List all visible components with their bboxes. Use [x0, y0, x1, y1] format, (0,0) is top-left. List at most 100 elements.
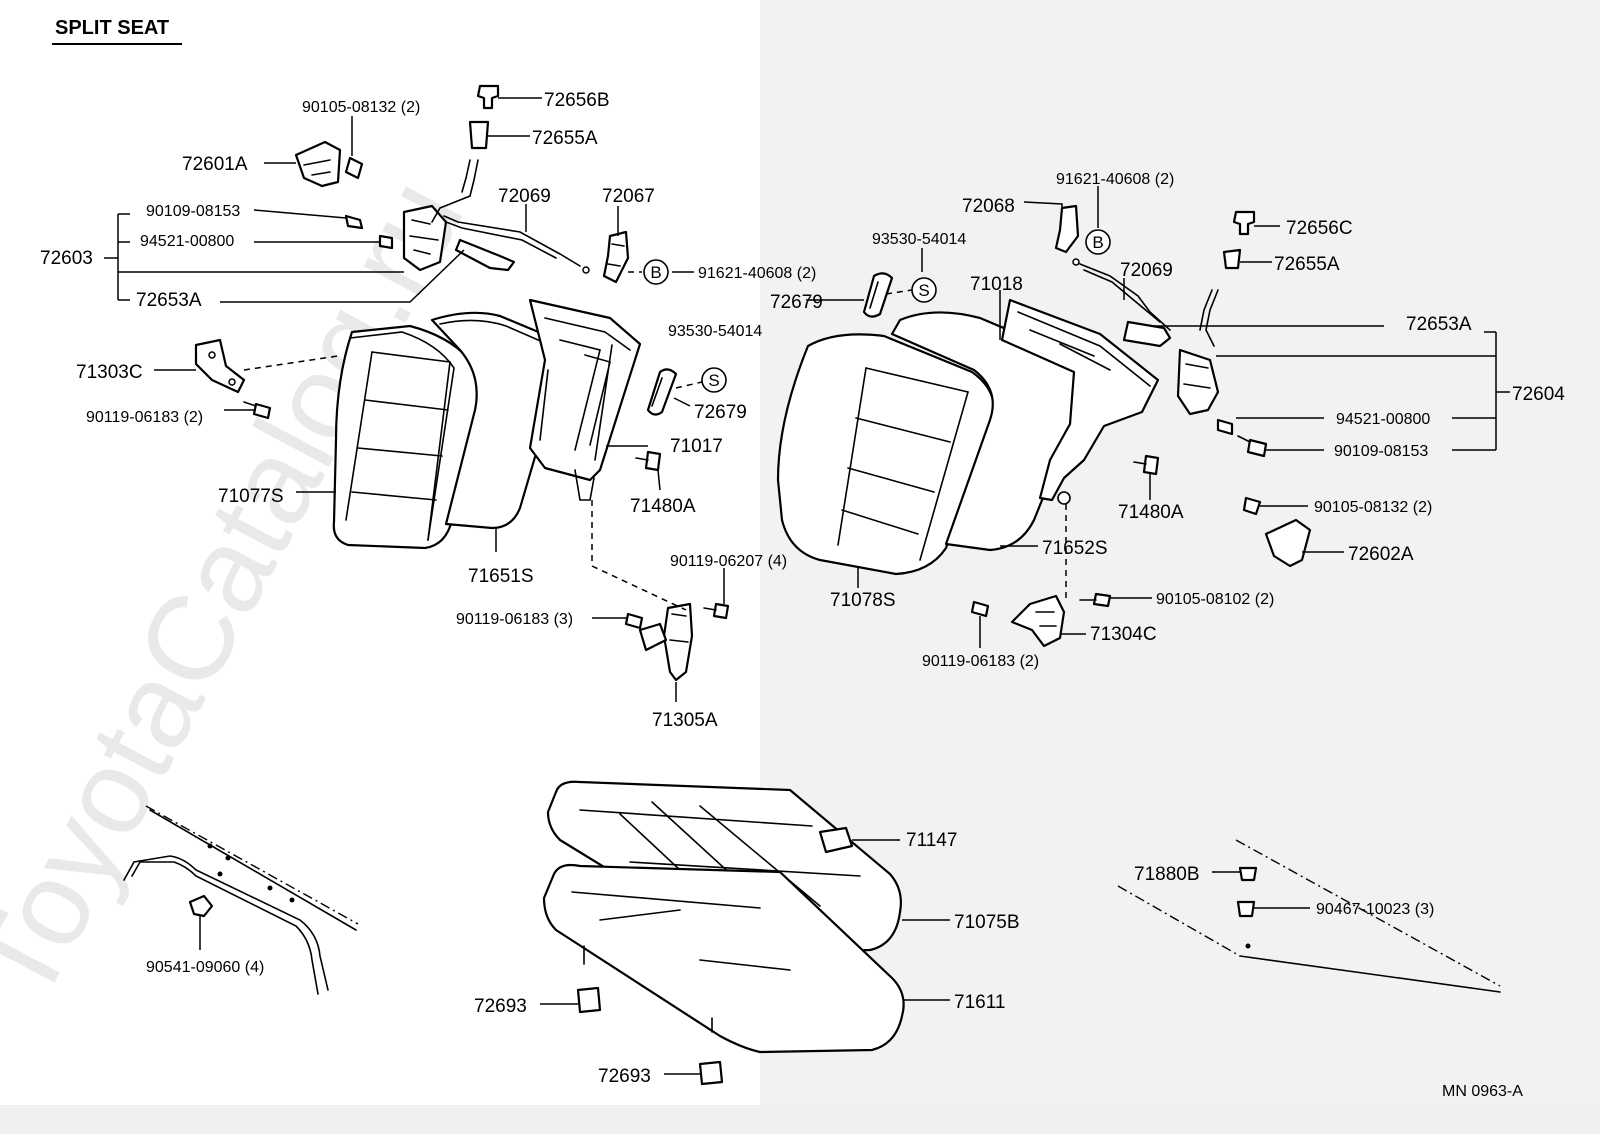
label-72655A-left: 72655A — [532, 128, 598, 149]
part-90119-06207-bolt — [703, 602, 730, 620]
part-72693-stopper-b — [698, 1060, 724, 1086]
part-lock-rod-right — [1205, 289, 1219, 347]
part-90467-10023-clip — [1236, 900, 1256, 918]
label-72068: 72068 — [962, 196, 1015, 217]
part-71651S-seatback-pad — [430, 311, 563, 530]
label-71017: 71017 — [670, 436, 723, 457]
part-71078S-seatback-cover — [776, 333, 995, 576]
label-91621-40608-right: 91621-40608 (2) — [1056, 171, 1174, 188]
part-72655A-escutcheon-left — [468, 120, 490, 150]
label-72679-right: 72679 — [770, 292, 823, 313]
part-90119-06183-bolt-three — [624, 612, 644, 630]
label-72693-a: 72693 — [474, 996, 527, 1017]
part-lock-rod-left — [431, 159, 479, 223]
part-71305A-lower-bracket — [638, 602, 694, 682]
part-90541-09060-clip — [188, 894, 214, 950]
callout-s-right: S — [911, 277, 937, 303]
label-71480A-right: 71480A — [1118, 502, 1184, 523]
svg-text:S: S — [708, 371, 719, 390]
label-71651S: 71651S — [468, 566, 534, 587]
label-94521-00800-left: 94521-00800 — [140, 233, 234, 250]
label-72601A: 72601A — [182, 154, 248, 175]
label-72693-b: 72693 — [598, 1066, 651, 1087]
part-71652S-seatback-pad — [890, 311, 1087, 552]
part-72068-latch-bracket — [1054, 204, 1080, 254]
part-floor-board-detail — [1117, 839, 1501, 993]
label-71880B: 71880B — [1134, 864, 1200, 885]
label-71611: 71611 — [954, 992, 1005, 1013]
label-90119-06183-three: 90119-06183 (3) — [456, 611, 573, 628]
label-72656B: 72656B — [544, 90, 610, 111]
diagram-title: SPLIT SEAT — [55, 17, 169, 39]
label-71652S: 71652S — [1042, 538, 1108, 559]
label-71147: 71147 — [906, 830, 957, 851]
part-71147-clip — [818, 826, 854, 854]
label-71305A: 71305A — [652, 710, 718, 731]
leader-lines — [104, 97, 1510, 1075]
label-90109-08153-right: 90109-08153 — [1334, 443, 1428, 460]
part-71017-seatback-frame — [528, 298, 642, 501]
label-72069-left: 72069 — [498, 186, 551, 207]
part-lock-rod-left-b — [461, 159, 471, 193]
label-94521-00800-right: 94521-00800 — [1336, 411, 1430, 428]
svg-text:B: B — [650, 263, 661, 282]
label-72067: 72067 — [602, 186, 655, 207]
part-72601A-hinge-bracket — [294, 140, 342, 188]
part-71480A-bolt-right — [1133, 454, 1160, 476]
label-72602A: 72602A — [1348, 544, 1414, 565]
label-72679-left: 72679 — [694, 402, 747, 423]
part-90105-08132-bolt-right — [1242, 496, 1262, 516]
part-72656B-knob-left — [476, 84, 500, 110]
part-71880B-fastener — [1238, 866, 1258, 882]
label-72653A-left: 72653A — [136, 290, 202, 311]
leader-71303C-dash — [243, 355, 339, 371]
svg-text:B: B — [1092, 233, 1103, 252]
label-72655A-right: 72655A — [1274, 254, 1340, 275]
label-90541-09060: 90541-09060 (4) — [146, 959, 264, 976]
label-90105-08132-left: 90105-08132 (2) — [302, 99, 420, 116]
part-90105-08132-bolt-left — [344, 116, 364, 180]
label-71018: 71018 — [970, 274, 1023, 295]
part-71304C-hinge — [1010, 594, 1066, 648]
label-71303C: 71303C — [76, 362, 143, 383]
part-72067-latch-bracket — [602, 230, 630, 284]
label-90119-06183-left: 90119-06183 (2) — [86, 409, 203, 426]
part-71303C-hinge — [194, 338, 246, 394]
part-72679-bezel-right — [862, 272, 894, 318]
label-72653A-right: 72653A — [1406, 314, 1472, 335]
label-90119-06183-right: 90119-06183 (2) — [922, 653, 1039, 670]
label-72069-right: 72069 — [1120, 260, 1173, 281]
drawing-code: MN 0963-A — [1442, 1083, 1523, 1100]
label-71075B: 71075B — [954, 912, 1020, 933]
background-bottom-strip — [0, 1105, 1600, 1134]
label-93530-54014-left: 93530-54014 — [668, 323, 762, 340]
part-72655A-escutcheon-right — [1222, 248, 1242, 270]
part-floor-panel-detail — [123, 805, 359, 995]
label-90119-06207: 90119-06207 (4) — [670, 553, 787, 570]
leader-71305A-dash — [591, 500, 687, 611]
label-91621-40608-left: 91621-40608 (2) — [698, 265, 816, 282]
label-93530-54014-right: 93530-54014 — [872, 231, 966, 248]
label-71078S: 71078S — [830, 590, 896, 611]
part-90105-08102-bolt — [1079, 592, 1112, 608]
part-72603-lock-assembly — [344, 204, 516, 272]
label-71077S: 71077S — [218, 486, 284, 507]
label-72656C: 72656C — [1286, 218, 1353, 239]
label-90467-10023: 90467-10023 (3) — [1316, 901, 1434, 918]
part-72679-bezel-left — [646, 368, 678, 416]
part-lock-rod-right-b — [1199, 289, 1213, 331]
part-72693-stopper-a — [576, 986, 602, 1014]
label-90105-08102: 90105-08102 (2) — [1156, 591, 1274, 608]
part-71480A-bolt-left — [635, 450, 662, 472]
callout-b-left: B — [643, 259, 669, 285]
label-72604: 72604 — [1512, 384, 1565, 405]
label-71304C: 71304C — [1090, 624, 1157, 645]
label-71480A-left: 71480A — [630, 496, 696, 517]
part-72602A-hinge-bracket — [1264, 518, 1312, 568]
part-71018-seatback-frame — [1000, 298, 1160, 505]
part-72069-cable-left — [443, 215, 590, 274]
callout-s-left: S — [701, 367, 727, 393]
label-90105-08132-right: 90105-08132 (2) — [1314, 499, 1432, 516]
